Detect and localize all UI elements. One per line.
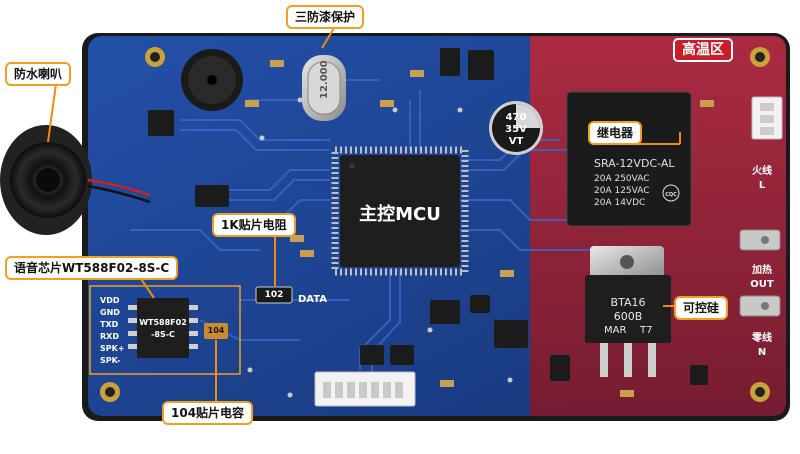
triac-marking-2: 600B: [613, 310, 643, 323]
relay-cert: CQC: [665, 192, 677, 198]
relay-model: SRA-12VDC-AL: [594, 157, 675, 170]
pcb-traces: [130, 79, 590, 372]
capacitor-104-body: [204, 323, 228, 339]
smd-parts: [148, 48, 708, 385]
voice-chip-box: [89, 285, 241, 375]
relay-cert-mark: [662, 184, 680, 202]
electrolytic-capacitor: [489, 101, 543, 155]
trace-label-data: DATA: [298, 294, 328, 305]
smd-resistors: [245, 60, 714, 397]
crystal-oscillator: [302, 55, 346, 121]
pin-txd: TXD: [100, 320, 119, 329]
terminal-heat-en: OUT: [750, 279, 774, 290]
crystal-label: 12.000: [319, 60, 330, 99]
triac-marking-1: BTA16: [610, 296, 646, 309]
mcu-label: 主控MCU: [359, 204, 441, 225]
callout-waterproof-speaker: 防水喇叭: [5, 62, 72, 86]
capacitor-value: 470: [505, 112, 527, 123]
capacitor-104-code: 104: [207, 326, 225, 335]
pin-vdd: VDD: [100, 296, 120, 305]
voice-chip-marking-1: WT588F02: [139, 318, 187, 327]
callout-triac: 可控硅: [674, 296, 729, 320]
voice-chip-marking-2: -8S-C: [151, 330, 175, 339]
terminal-neutral-cn: 零线: [752, 333, 772, 344]
right-connector: [751, 96, 783, 140]
buzzer: [181, 49, 243, 111]
terminal-live-en: L: [758, 180, 766, 191]
callout-high-temp-zone: 高温区: [673, 38, 733, 62]
capacitor-series: VT: [508, 136, 524, 147]
pin-spk-minus: SPK-: [100, 356, 121, 365]
relay-rating-2: 20A 125VAC: [594, 186, 650, 196]
spade-terminals: [739, 229, 781, 317]
callout-voice-chip: 语音芯片WT588F02-8S-C: [5, 256, 179, 280]
triac-marking-3b: T7: [640, 325, 653, 336]
pin-gnd: GND: [100, 308, 120, 317]
capacitor-voltage: 35V: [505, 124, 527, 135]
triac: [585, 246, 671, 377]
resistor-code: 102: [264, 290, 284, 300]
callout-relay: 继电器: [588, 121, 643, 145]
mounting-holes: [100, 47, 770, 402]
voice-chip: [128, 298, 198, 358]
relay-rating-1: 20A 250VAC: [594, 174, 650, 184]
resistor-1k-body: [255, 286, 293, 304]
bottom-connector: [314, 371, 416, 407]
mcu-pins: [331, 146, 469, 276]
callout-conformal-coating: 三防漆保护: [286, 5, 365, 29]
callout-capacitor-104: 104贴片电容: [162, 401, 254, 425]
mcu-chip: [331, 146, 469, 276]
terminal-live-cn: 火线: [752, 166, 772, 177]
terminal-heat-cn: 加热: [752, 265, 772, 276]
terminal-neutral-en: N: [757, 347, 767, 358]
pin-rxd: RXD: [100, 332, 119, 341]
pin-spk-plus: SPK+: [100, 344, 125, 353]
speaker: [0, 125, 151, 235]
relay-rating-3: 20A 14VDC: [594, 198, 646, 208]
triac-marking-3a: MAR: [604, 325, 627, 336]
callout-resistor-1k: 1K贴片电阻: [212, 213, 296, 237]
